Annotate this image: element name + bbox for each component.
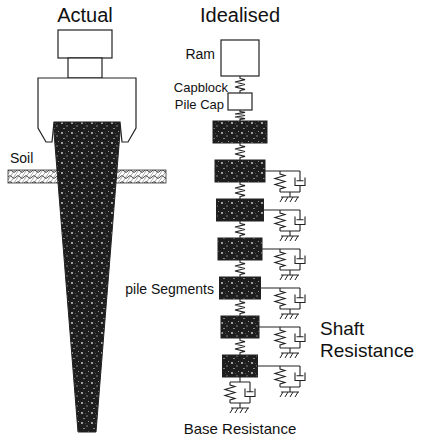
part-label: Pile Cap xyxy=(140,98,224,113)
part-label: Capblock xyxy=(140,81,228,96)
column-heading: Actual xyxy=(40,4,130,27)
column-heading: Idealised xyxy=(185,4,295,27)
part-label: Shaft Resistance xyxy=(320,318,420,362)
part-label: Ram xyxy=(160,46,215,62)
part-label: pile Segments xyxy=(100,281,214,297)
part-label: Soil xyxy=(10,150,60,166)
idealised-model xyxy=(213,40,305,413)
actual-pile xyxy=(8,30,166,432)
part-label: Base Resistance xyxy=(150,420,330,437)
